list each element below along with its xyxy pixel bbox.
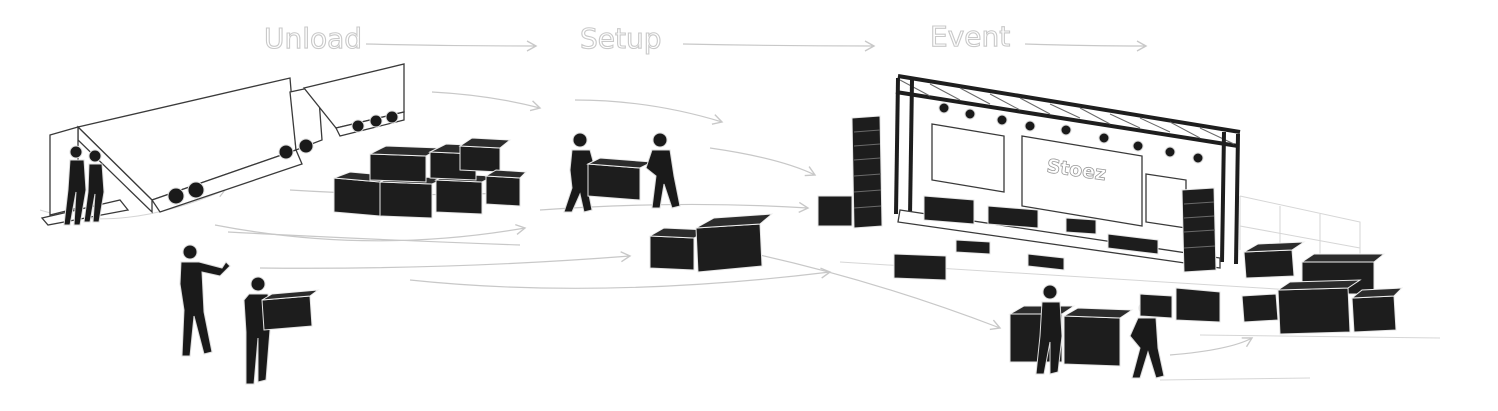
crew-event [1008,284,1221,379]
crew-person-icon [645,132,681,209]
road-case-icon [261,289,320,331]
road-case-icon [1243,241,1306,279]
road-case-icon [1027,253,1065,271]
crew-unload [63,145,320,385]
stage-header-setup: Setup [579,21,876,56]
moving-head-light-icon [1098,132,1110,144]
road-case-icon [1350,287,1404,333]
crew-person-icon [83,149,105,223]
road-case-icon [1276,279,1362,335]
road-case-icon [987,205,1039,229]
setup-carry-team [563,132,681,213]
speaker-stack-icon [851,115,883,229]
arrow-right-icon [682,40,876,52]
stage-label-unload: Unload [264,22,362,55]
stage-truss-icon: Stoez [894,74,1241,269]
crew-person-icon [179,244,231,357]
moving-head-light-icon [1060,124,1072,136]
road-case-icon [1062,307,1134,367]
road-case-icon [1107,233,1159,255]
case-pile-unload [333,137,528,219]
moving-head-light-icon [1132,140,1144,152]
barrier-railing [1239,195,1361,270]
road-case-icon [1241,293,1279,323]
case-pile-transit [648,213,774,273]
road-case-icon [817,195,853,227]
speaker-stack-icon [1181,187,1217,273]
road-case-icon [893,253,947,281]
moving-head-light-icon [1192,152,1204,164]
road-case-icon [1065,217,1097,235]
stage-label-event: Event [930,20,1010,53]
speaker-stacks [817,115,1217,281]
stage-label-setup: Setup [580,22,662,55]
road-case-icon [1175,287,1221,323]
stage-header-unload: Unload [263,21,538,56]
arrow-right-icon [365,40,538,52]
road-case-icon [648,227,710,271]
moving-head-light-icon [1164,146,1176,158]
crew-person-icon [1035,284,1063,375]
road-case-icon [484,169,528,207]
stage-header-event: Event [929,19,1148,54]
moving-head-light-icon [964,108,976,120]
moving-head-light-icon [1024,120,1036,132]
road-case-icon [695,213,774,273]
road-case-icon [1139,293,1173,319]
stage-lighting-rig [938,102,1204,164]
arrow-right-icon [1024,40,1148,52]
moving-head-light-icon [938,102,950,114]
crew-person-icon [63,145,87,226]
crew-person-icon [243,276,271,385]
road-case-icon [955,239,991,255]
case-pile-event [1241,241,1404,335]
moving-head-light-icon [996,114,1008,126]
road-case-icon [458,137,512,173]
ground-flow-lines [39,91,1441,381]
road-case-icon [586,157,654,201]
road-case-icon [923,195,975,225]
road-case-icon [369,145,442,183]
